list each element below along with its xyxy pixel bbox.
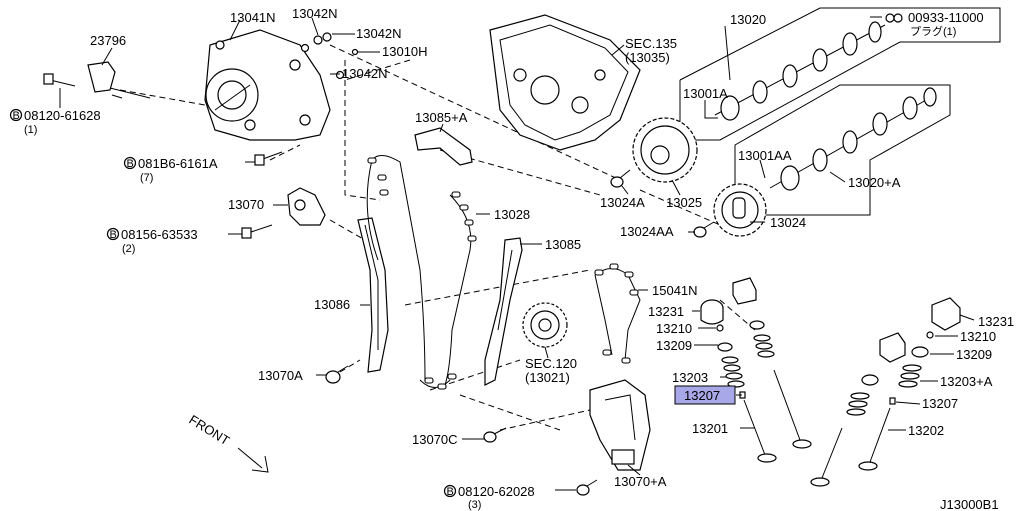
circle-b-text: B [13, 110, 20, 122]
highlight-13207 [674, 385, 736, 405]
label-13020: 13020 [730, 12, 766, 27]
valve-spring-13203 [721, 334, 775, 388]
circle-b-marker [443, 484, 457, 498]
secondary-chain-15041n [594, 263, 641, 364]
label-15041n: 15041N [652, 283, 698, 298]
label-13041n: 13041N [230, 10, 276, 25]
seals-13042n [300, 32, 359, 80]
circle-b-text: B [110, 229, 117, 241]
bolt-13070a [325, 365, 349, 384]
bolt-13024aa [693, 221, 715, 238]
label-08120-61628: 08120-61628 [24, 108, 101, 123]
label-13085a: 13085+A [415, 110, 468, 125]
label-sec120-ref: (13021) [525, 370, 570, 385]
label-sec135-ref: (13035) [625, 50, 670, 65]
circle-b-marker [9, 108, 23, 122]
label-13001aa: 13001AA [738, 148, 792, 163]
chain-guide-13085 [484, 237, 523, 386]
valve-train-exhaust [810, 297, 961, 487]
cam-sprocket-13024 [713, 183, 767, 237]
label-13010h: 13010H [382, 44, 428, 59]
label-13201: 13201 [692, 421, 728, 436]
sensor-23796 [87, 61, 151, 99]
label-13231-right: 13231 [978, 314, 1014, 329]
valve-train-intake [700, 277, 812, 463]
valve-spring-13203a [846, 364, 922, 416]
circle-b-marker [123, 156, 137, 170]
camshaft-upper [714, 21, 886, 121]
leader-lines [59, 16, 975, 491]
bolt-08156-63533 [241, 224, 273, 239]
circle-b-marker [106, 227, 120, 241]
camshaft-13020A-box [734, 84, 951, 216]
camshaft-13020-box [679, 7, 1001, 141]
label-13024aa: 13024AA [620, 224, 674, 239]
label-13209-right: 13209 [956, 347, 992, 362]
label-13085: 13085 [545, 237, 581, 252]
qty-08120-62028: (3) [468, 499, 481, 511]
label-13203: 13203 [672, 370, 708, 385]
label-13020-plus-a: 13020+A [848, 175, 901, 190]
label-13028: 13028 [494, 207, 530, 222]
label-13042n-c: 13042N [342, 66, 388, 81]
cam-sprocket-13025 [632, 117, 698, 183]
crank-sprocket-sec120 [522, 302, 568, 348]
qty-08156-63533: (2) [122, 243, 135, 255]
timing-chain-primary [366, 155, 472, 388]
front-cover-13041n [204, 29, 331, 141]
label-13024a: 13024A [600, 195, 645, 210]
label-13086: 13086 [314, 297, 350, 312]
label-13070a: 13070A [258, 368, 303, 383]
label-sec135: SEC.135 [625, 36, 677, 51]
tensioner-13070a [589, 379, 651, 471]
label-13024: 13024 [770, 215, 806, 230]
label-sec120: SEC.120 [525, 356, 577, 371]
tensioner-13070 [287, 187, 326, 226]
label-13042n-b: 13042N [356, 26, 402, 41]
bolt-08120-61628 [43, 73, 76, 87]
label-13042n-a: 13042N [292, 6, 338, 21]
label-13203-plus-a: 13203+A [940, 374, 993, 389]
label-13231-left: 13231 [648, 304, 684, 319]
drawing-code: J13000B1 [940, 497, 999, 511]
label-13207-right: 13207 [922, 396, 958, 411]
part-labels: 23796 13041N 13042N 13042N 13010H 13042N… [9, 6, 1014, 511]
chain-links-13028 [451, 191, 477, 242]
label-13025: 13025 [666, 195, 702, 210]
label-13202: 13202 [908, 423, 944, 438]
front-direction-arrow [237, 447, 269, 473]
label-08156-63533: 08156-63533 [121, 227, 198, 242]
label-081b6-6161a: 081B6-6161A [138, 156, 218, 171]
bolt-08120-62028 [576, 479, 598, 496]
chain-guide-13085a [414, 127, 473, 166]
label-13209-left: 13209 [656, 338, 692, 353]
label-plug-note: プラグ(1) [910, 24, 956, 38]
qty-081b6-6161a: (7) [140, 172, 153, 184]
label-13210-left: 13210 [656, 321, 692, 336]
sec135-cover [489, 14, 641, 151]
label-08120-62028: 08120-62028 [458, 484, 535, 499]
label-13210-right: 13210 [960, 329, 996, 344]
bolt-081b6-6161a [254, 151, 283, 166]
bolt-13024a [610, 169, 631, 188]
qty-08120-61628: (1) [24, 124, 37, 136]
circle-b-text: B [127, 158, 134, 170]
chain-guide-13086 [357, 217, 389, 373]
chain-links-left [367, 157, 457, 390]
bolt-13070c [483, 427, 507, 443]
label-front: FRONT [186, 412, 232, 448]
label-13070: 13070 [228, 197, 264, 212]
camshaft-lower [769, 87, 937, 191]
circle-b-text: B [447, 486, 454, 498]
label-23796: 23796 [90, 33, 126, 48]
label-00933-11000: 00933-11000 [908, 10, 984, 25]
label-13001a: 13001A [683, 86, 728, 101]
label-13070c: 13070C [412, 432, 458, 447]
label-13207-left: 13207 [684, 388, 720, 403]
label-13070-plus-a: 13070+A [614, 474, 667, 489]
